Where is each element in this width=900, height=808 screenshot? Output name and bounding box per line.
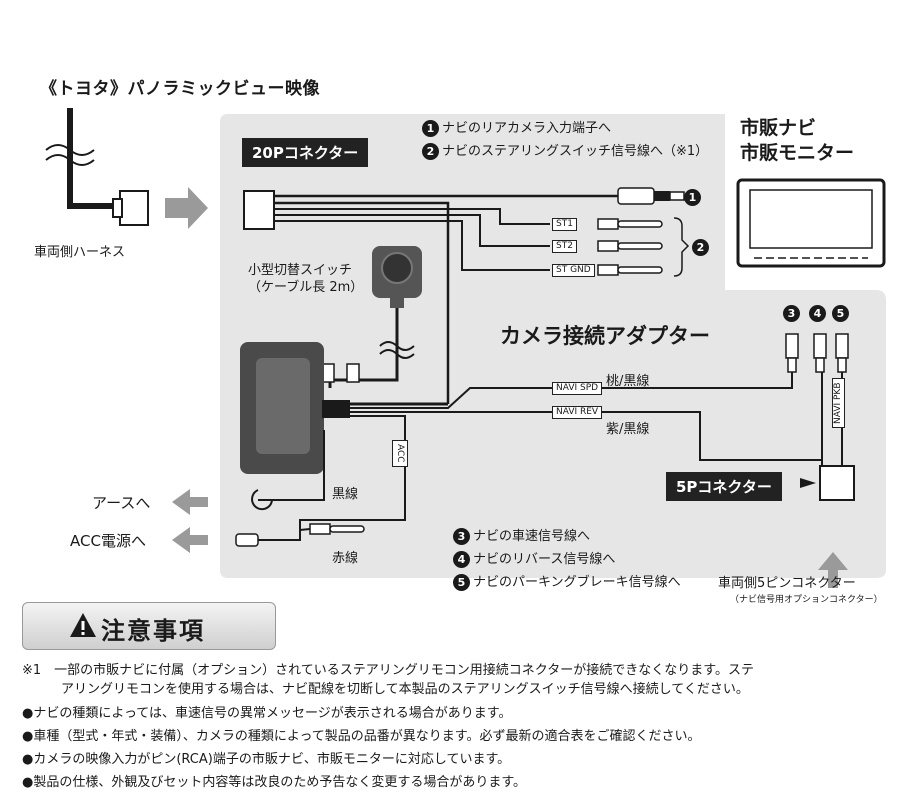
wire-rev-color: 紫/黒線	[606, 422, 650, 437]
harness-connector	[119, 190, 149, 226]
warning-icon	[70, 613, 96, 637]
num-3: 3	[453, 528, 470, 545]
harness-cable	[67, 108, 122, 209]
tag-navi-rev: NAVI REV	[552, 406, 603, 419]
acc-plug	[235, 533, 259, 547]
destination-2-text: ナビのステアリングスイッチ信号線へ（※1）	[442, 144, 709, 159]
page-title: 《トヨタ》パノラミックビュー映像	[40, 79, 320, 99]
note-3: ●車種（型式・年式・装備）、カメラの種類によって製品の品番が異なります。必ず最新…	[22, 729, 701, 744]
destination-3-text: ナビの車速信号線へ	[473, 529, 591, 544]
note-1b: アリングリモコンを使用する場合は、ナビ配線を切断して本製品のステアリングスイッチ…	[22, 682, 749, 697]
callout-2: 2	[692, 237, 712, 256]
num-1: 1	[422, 120, 439, 137]
callout-4: 4	[809, 303, 829, 322]
vehicle-harness-label: 車両側ハーネス	[34, 245, 126, 260]
tag-navi-pkb: NAVI PKB	[832, 378, 845, 428]
num-5: 5	[453, 574, 470, 591]
connector-5p-label: 5Pコネクター	[666, 472, 782, 501]
switch-dial-icon	[381, 252, 413, 284]
acc-power-label: ACC電源へ	[70, 532, 146, 550]
arrow-right-icon	[165, 187, 208, 229]
wire-black: 黒線	[332, 487, 359, 502]
callout-3: 3	[783, 303, 803, 322]
product-title: 市販ナビ 市販モニター	[740, 116, 854, 166]
num-4: 4	[453, 551, 470, 568]
product-title-line1: 市販ナビ	[740, 117, 817, 139]
arrow-up-icon	[818, 552, 848, 588]
tag-st1: ST1	[552, 218, 577, 231]
note-4: ●カメラの映像入力がピン(RCA)端子の市販ナビ、市販モニターに対応しています。	[22, 752, 511, 767]
caution-label: 注意事項	[101, 617, 205, 645]
note-2: ●ナビの種類によっては、車速信号の異常メッセージが表示される場合があります。	[22, 706, 512, 721]
connector-20p-label: 20Pコネクター	[242, 138, 369, 167]
switch-plug	[346, 363, 360, 383]
note-1a: ※1 一部の市販ナビに付属（オプション）されているステアリングリモコン用接続コネ…	[22, 663, 754, 678]
switch-label-line2: （ケーブル長 2m）	[248, 280, 364, 295]
wire-spd-color: 桃/黒線	[606, 374, 650, 389]
diagram-background	[220, 114, 886, 578]
vehicle-5pin-sub: （ナビ信号用オプションコネクター）	[730, 595, 883, 605]
destination-4-text: ナビのリバース信号線へ	[473, 552, 616, 567]
tag-acc: ACC	[392, 440, 408, 467]
rca-plug	[617, 187, 655, 205]
note-5: ●製品の仕様、外観及びセット内容等は改良のため予告なく変更する場合があります。	[22, 775, 527, 790]
vehicle-5pin-label: 車両側5ピンコネクター	[718, 576, 856, 591]
product-title-line2: 市販モニター	[740, 142, 855, 164]
destination-5-text: ナビのパーキングブレーキ信号線へ	[473, 575, 681, 590]
callout-5: 5	[832, 303, 852, 322]
tag-navi-spd: NAVI SPD	[552, 382, 603, 395]
break-mark	[45, 144, 95, 156]
wire-red: 赤線	[332, 551, 359, 566]
wiring-diagram	[45, 108, 886, 588]
arrow-left-icon	[172, 489, 208, 515]
callout-1: 1	[684, 187, 704, 206]
ground-label: アースへ	[92, 494, 151, 512]
num-2: 2	[422, 143, 439, 160]
adapter-label: カメラ接続アダプター	[500, 324, 710, 348]
arrow-left-icon-2	[172, 527, 208, 553]
destination-1-text: ナビのリアカメラ入力端子へ	[442, 121, 612, 136]
ground-terminal-icon	[251, 489, 273, 511]
tag-stgnd: ST GND	[552, 264, 595, 277]
switch-label-line1: 小型切替スイッチ	[248, 263, 353, 278]
connector-5p	[819, 465, 855, 501]
tag-st2: ST2	[552, 240, 577, 253]
brace	[673, 217, 690, 277]
switch-label: 小型切替スイッチ （ケーブル長 2m）	[248, 262, 363, 296]
connector-20p	[243, 190, 275, 230]
caution-banner: 注意事項	[22, 602, 276, 650]
